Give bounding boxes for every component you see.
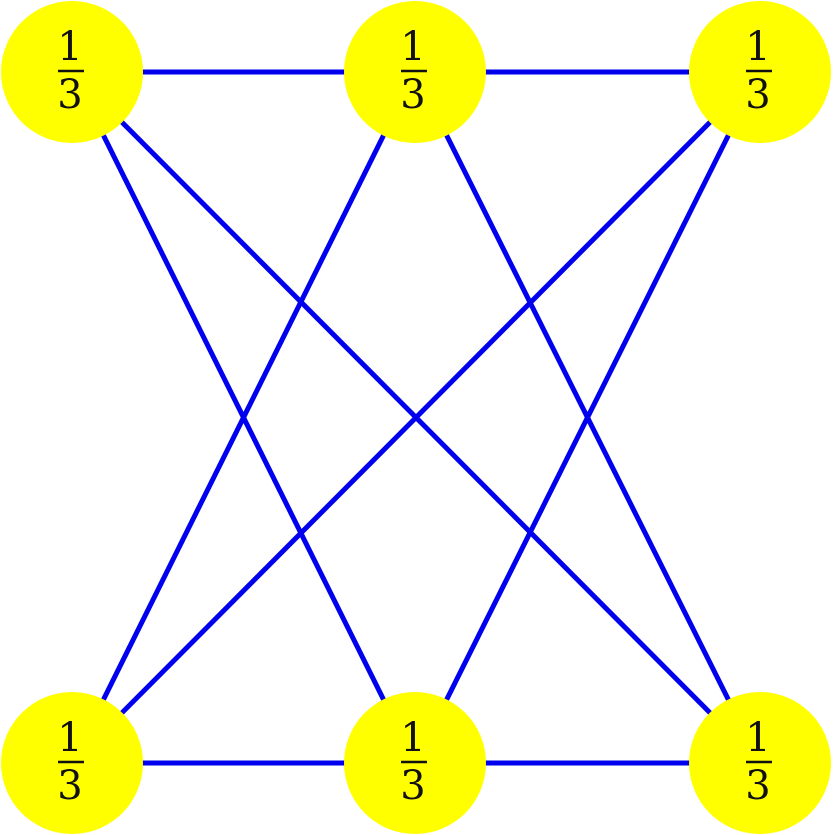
denominator-bottom-left: 3 xyxy=(57,763,82,809)
edges-layer xyxy=(69,69,763,766)
numerator-bottom-right: 1 xyxy=(745,715,770,761)
edge-top-middle-to-bottom-left xyxy=(69,70,418,765)
edge-top-right-to-bottom-middle xyxy=(412,70,763,765)
denominator-top-left: 3 xyxy=(57,72,82,118)
numerator-bottom-middle: 1 xyxy=(400,715,425,761)
node-bottom-right: 13 xyxy=(689,692,831,834)
edge-top-right-to-bottom-left xyxy=(70,70,762,765)
denominator-bottom-middle: 3 xyxy=(400,763,425,809)
denominator-top-right: 3 xyxy=(745,72,770,118)
numerator-bottom-left: 1 xyxy=(57,715,82,761)
node-bottom-middle: 13 xyxy=(344,692,486,834)
denominator-bottom-right: 3 xyxy=(745,763,770,809)
node-top-left: 13 xyxy=(1,1,143,143)
node-top-right: 13 xyxy=(689,1,831,143)
denominator-top-middle: 3 xyxy=(400,72,425,118)
numerator-top-right: 1 xyxy=(745,24,770,70)
node-bottom-left: 13 xyxy=(1,692,143,834)
numerator-top-middle: 1 xyxy=(400,24,425,70)
numerator-top-left: 1 xyxy=(57,24,82,70)
node-top-middle: 13 xyxy=(344,1,486,143)
